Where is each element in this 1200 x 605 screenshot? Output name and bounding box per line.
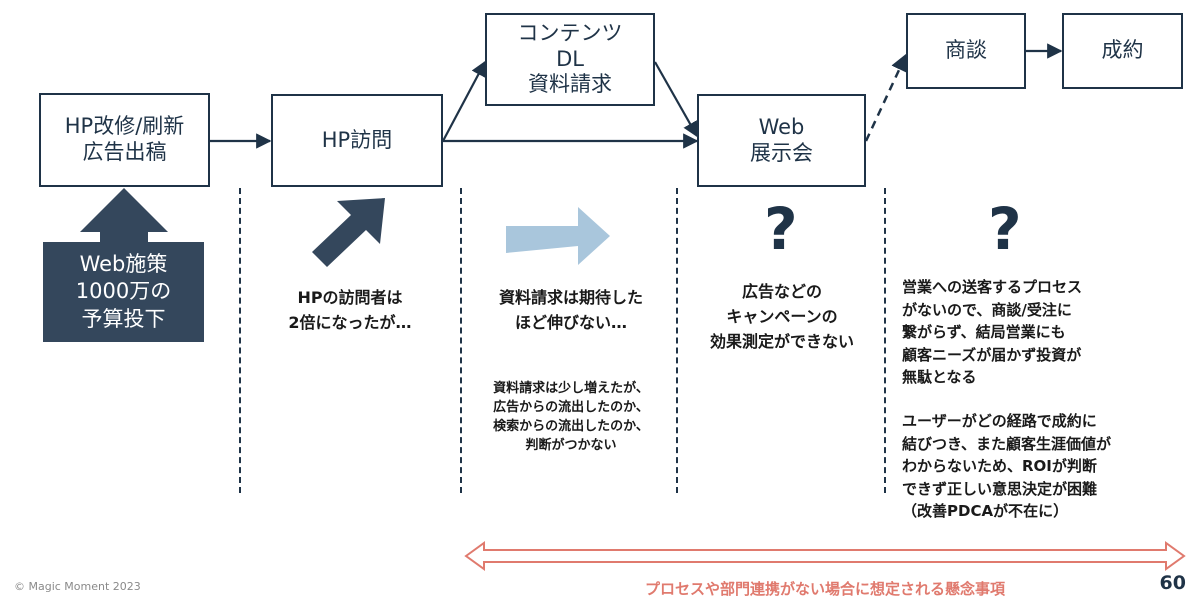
up-arrow-icon [80, 188, 168, 243]
web-exhibition-box: Web 展示会 [697, 94, 866, 187]
hp-renewal-box: HP改修/刷新 広告出稿 [39, 93, 210, 187]
question-mark-icon: ? [988, 195, 1022, 263]
material-request-detail: 資料請求は少し増えたが、 広告からの流出したのか、 検索からの流出したのか、 判… [493, 381, 649, 453]
concern-label: プロセスや部門連携がない場合に想定される懸念事項 [644, 580, 1005, 598]
question-mark-icon: ? [764, 195, 798, 263]
page-number: 60 [1159, 572, 1186, 594]
measurement-note: 広告などの キャンペーンの 効果測定ができない [709, 282, 854, 351]
right-arrow-icon [506, 207, 610, 265]
arrow-visit-to-contents [442, 60, 486, 142]
visitors-doubled-note: HPの訪問者は 2倍になったが… [288, 288, 412, 332]
diagonal-arrow-icon [312, 198, 385, 267]
copyright-text: © Magic Moment 2023 [14, 580, 141, 593]
negotiation-box: 商談 [906, 13, 1026, 89]
column-divider [239, 188, 241, 493]
sales-process-note: 営業への送客するプロセス がないので、商談/受注に 繋がらず、結局営業にも 顧客… [902, 278, 1083, 386]
contents-dl-box: コンテンツ DL 資料請求 [485, 13, 655, 106]
arrow-contents-to-web [654, 61, 698, 138]
budget-block: Web施策 1000万の 予算投下 [43, 242, 204, 342]
column-divider [460, 188, 462, 493]
hp-visit-box: HP訪問 [271, 94, 443, 187]
arrow-web-to-negotiation [864, 53, 908, 142]
roi-note: ユーザーがどの経路で成約に 結びつき、また顧客生涯価値が わからないため、ROI… [902, 412, 1111, 520]
concern-range-arrow [464, 541, 1186, 571]
material-request-note: 資料請求は期待した ほど伸びない… [498, 288, 643, 332]
column-divider [884, 188, 886, 493]
contract-box: 成約 [1062, 13, 1183, 89]
column-divider [676, 188, 678, 493]
